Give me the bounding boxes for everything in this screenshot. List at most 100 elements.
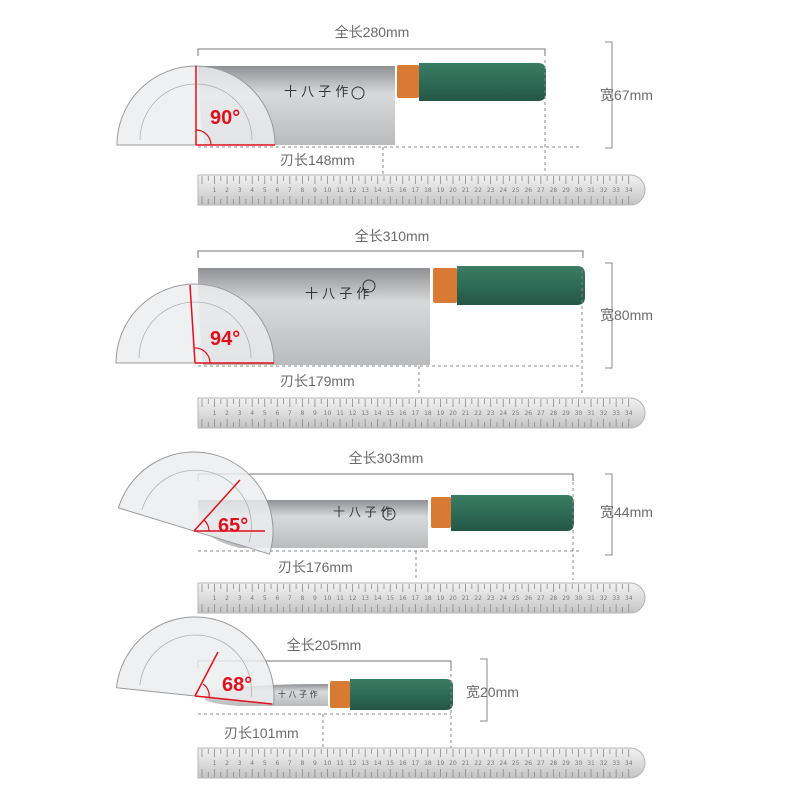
ruler-number: 20: [449, 187, 457, 194]
ruler-number: 34: [625, 187, 633, 194]
ruler-number: 17: [412, 760, 420, 767]
ruler-number: 8: [300, 410, 304, 417]
ruler-number: 5: [263, 595, 267, 602]
ruler-number: 28: [550, 187, 558, 194]
ruler-number: 34: [625, 760, 633, 767]
ruler-number: 22: [474, 187, 482, 194]
ruler-number: 4: [250, 410, 254, 417]
ruler-number: 9: [313, 595, 317, 602]
ruler-number: 17: [412, 595, 420, 602]
ruler-number: 5: [263, 410, 267, 417]
ruler-number: 15: [386, 410, 394, 417]
ruler-number: 29: [562, 595, 570, 602]
ruler-number: 27: [537, 595, 545, 602]
ruler-number: 27: [537, 187, 545, 194]
ruler-number: 16: [399, 410, 407, 417]
ruler-number: 4: [250, 595, 254, 602]
ruler-number: 1: [213, 187, 217, 194]
ruler-number: 22: [474, 410, 482, 417]
ruler-number: 15: [386, 187, 394, 194]
ruler-number: 21: [462, 760, 470, 767]
ruler-number: 5: [263, 760, 267, 767]
ruler-number: 28: [550, 595, 558, 602]
ruler-number: 23: [487, 595, 495, 602]
ruler-number: 32: [600, 595, 608, 602]
ruler-number: 24: [499, 410, 507, 417]
ruler-number: 34: [625, 595, 633, 602]
ruler-number: 30: [575, 760, 583, 767]
ruler-number: 29: [562, 187, 570, 194]
ruler-number: 10: [324, 760, 332, 767]
ruler-number: 3: [238, 187, 242, 194]
ruler-number: 19: [437, 760, 445, 767]
ruler-number: 32: [600, 410, 608, 417]
blade-length-label: 刃长101mm: [224, 725, 299, 741]
ruler-number: 33: [612, 760, 620, 767]
ruler-number: 28: [550, 410, 558, 417]
ruler-number: 18: [424, 187, 432, 194]
ruler-number: 22: [474, 595, 482, 602]
knife-handle: [350, 679, 453, 710]
ruler-number: 31: [587, 187, 595, 194]
ruler-number: 22: [474, 760, 482, 767]
ruler-number: 14: [374, 410, 382, 417]
brand-logo: 十 八 子 作: [278, 689, 318, 699]
ruler-number: 25: [512, 410, 520, 417]
ruler-number: 1: [213, 595, 217, 602]
angle-label: 94°: [210, 328, 240, 350]
ruler-number: 21: [462, 595, 470, 602]
ruler-number: 3: [238, 410, 242, 417]
ruler-number: 33: [612, 595, 620, 602]
blade-length-label: 刃长176mm: [278, 559, 353, 575]
ruler-number: 7: [288, 187, 292, 194]
ruler-number: 10: [324, 187, 332, 194]
ruler-number: 15: [386, 595, 394, 602]
ruler-number: 24: [499, 760, 507, 767]
ruler-number: 23: [487, 410, 495, 417]
width-label: 宽80mm: [600, 307, 653, 323]
ruler-number: 28: [550, 760, 558, 767]
ruler-number: 7: [288, 760, 292, 767]
ruler-number: 8: [300, 760, 304, 767]
ruler-number: 5: [263, 187, 267, 194]
ruler-number: 11: [336, 595, 344, 602]
knife-handle: [451, 495, 574, 531]
knife-handle: [419, 63, 546, 101]
ruler-number: 14: [374, 187, 382, 194]
ruler-number: 20: [449, 760, 457, 767]
knife-handle: [457, 266, 585, 305]
brand-emblem-icon: [362, 279, 376, 293]
angle-base-line: [194, 695, 273, 705]
ruler-number: 2: [225, 760, 229, 767]
angle-line: [189, 284, 196, 364]
ruler-number: 6: [275, 595, 279, 602]
ruler-number: 7: [288, 410, 292, 417]
width-bracket: [605, 262, 613, 369]
ruler-number: 16: [399, 595, 407, 602]
blade-length-label: 刃长179mm: [280, 373, 355, 389]
total-length-bracket: [197, 48, 546, 56]
ruler-number: 30: [575, 410, 583, 417]
ruler-number: 17: [412, 187, 420, 194]
ruler-number: 18: [424, 410, 432, 417]
ruler-number: 6: [275, 187, 279, 194]
ruler-number: 26: [524, 410, 532, 417]
ruler-number: 27: [537, 760, 545, 767]
ruler-number: 13: [361, 410, 369, 417]
width-label: 宽67mm: [600, 87, 653, 103]
ruler-number: 30: [575, 595, 583, 602]
ruler-number: 25: [512, 595, 520, 602]
ruler-number: 2: [225, 187, 229, 194]
ruler-number: 13: [361, 595, 369, 602]
ruler-number: 11: [336, 760, 344, 767]
ruler-number: 31: [587, 595, 595, 602]
angle-label: 90°: [210, 107, 240, 129]
brand-emblem-icon: [351, 86, 365, 100]
width-bracket: [605, 41, 613, 149]
